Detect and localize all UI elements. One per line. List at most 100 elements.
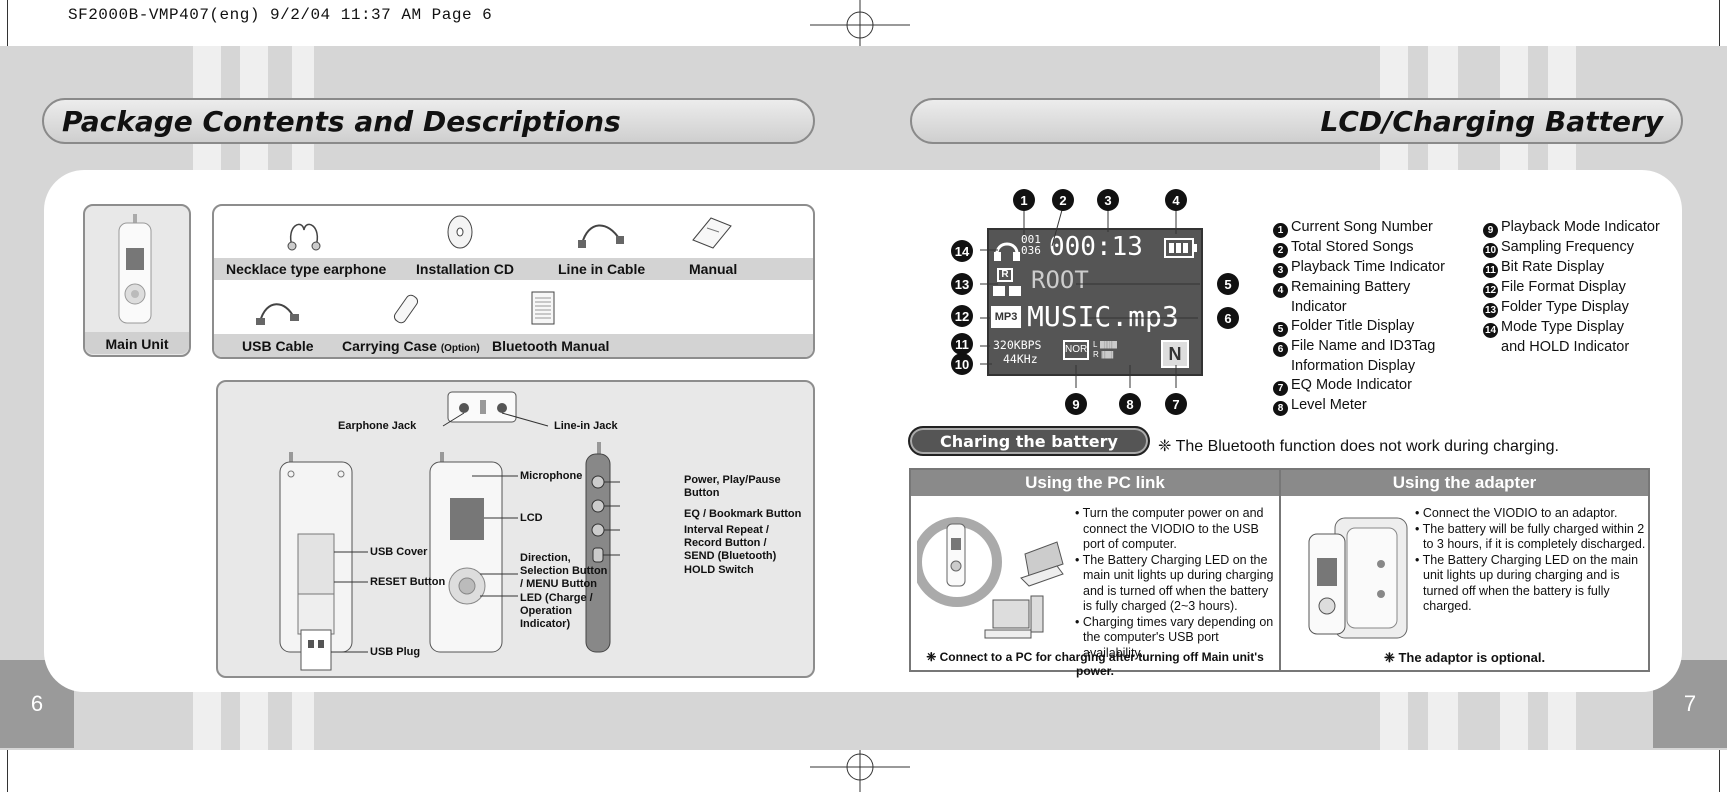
- registration-mark-icon: [810, 0, 910, 50]
- headphone-icon: [994, 242, 1020, 261]
- pc-link-instructions: • Turn the computer power on and connect…: [1071, 506, 1275, 661]
- adapter-image: [1308, 517, 1408, 639]
- playback-time: 000:13: [1049, 232, 1143, 262]
- legend-item: and HOLD Indicator: [1483, 338, 1660, 357]
- legend-text: Folder Type Display: [1501, 299, 1629, 315]
- legend-number-icon: 12: [1483, 283, 1498, 298]
- legend-number-icon: 5: [1273, 321, 1288, 337]
- legend-number-icon: 3: [1273, 263, 1288, 278]
- right-title-bar: LCD/Charging Battery: [910, 98, 1683, 144]
- package-item-label: Carrying Case (Option): [342, 338, 480, 354]
- legend-item: Information Display: [1273, 357, 1445, 376]
- callout-number: 14: [951, 240, 973, 262]
- player-image: [118, 214, 152, 324]
- microphone-label: Microphone: [520, 470, 583, 482]
- hold-switch-label: HOLD Switch: [684, 564, 754, 576]
- registration-mark-icon: [810, 742, 910, 792]
- package-item-label: Manual: [689, 261, 738, 277]
- package-item-label: Installation CD: [416, 261, 515, 277]
- legend-number-icon: 13: [1483, 303, 1498, 318]
- led-label: LED (Charge / Operation Indicator): [520, 592, 593, 630]
- bluetooth-manual-icon: [531, 291, 555, 325]
- legend-number-icon: 7: [1273, 380, 1288, 396]
- callout-number: 4: [1165, 189, 1187, 211]
- charging-table: Using the PC link Using the adapter • Tu…: [909, 468, 1650, 678]
- left-title-bar: Package Contents and Descriptions: [42, 98, 815, 144]
- instruction-item: • Connect the VIODIO to an adaptor.: [1415, 506, 1618, 520]
- device-diagram: [279, 391, 620, 671]
- line-in-jack-label: Line-in Jack: [554, 420, 618, 432]
- legend-number-icon: 6: [1273, 341, 1288, 357]
- legend-text: Playback Mode Indicator: [1501, 219, 1660, 235]
- folder-type-icon: R: [997, 268, 1013, 282]
- legend-number-icon: 10: [1483, 243, 1498, 258]
- legend-number-icon: 1: [1273, 223, 1288, 238]
- legend-text: and HOLD Indicator: [1501, 339, 1630, 355]
- legend-text: Information Display: [1291, 357, 1416, 374]
- battery-icon: [1164, 238, 1197, 258]
- legend-number-icon: 8: [1273, 400, 1288, 416]
- package-item-label: USB Cable: [242, 338, 314, 354]
- legend-text: Sampling Frequency: [1501, 239, 1634, 255]
- mode-type-display: N: [1161, 340, 1189, 368]
- adapter-instructions: • Connect the VIODIO to an adaptor. • Th…: [1411, 506, 1647, 615]
- callout-number: 9: [1065, 393, 1087, 415]
- device-diagram-box: Earphone Jack Line-in Jack Microphone LC…: [216, 380, 815, 678]
- callout-number: 11: [951, 333, 973, 355]
- earphone-icon: [287, 223, 321, 251]
- usb-cable-icon: [256, 303, 299, 325]
- print-header: SF2000B-VMP407(eng) 9/2/04 11:37 AM Page…: [68, 6, 493, 24]
- earphone-jack-label: Earphone Jack: [338, 420, 417, 432]
- package-contents-box: Necklace type earphone Installation CD L…: [212, 204, 815, 359]
- file-format-display: MP3: [991, 306, 1021, 328]
- callout-number: 1: [1013, 189, 1035, 211]
- level-meter: L |||||||||||||||| R |||||||||||: [1093, 340, 1118, 359]
- legend-number-icon: 11: [1483, 263, 1498, 278]
- legend-number-icon: 2: [1273, 243, 1288, 258]
- legend-text: File Format Display: [1501, 279, 1626, 295]
- instruction-item: • The battery will be fully charged with…: [1415, 521, 1646, 552]
- pc-link-header: Using the PC link: [911, 470, 1279, 496]
- package-item-label: Bluetooth Manual: [492, 338, 610, 354]
- legend-text: File Name and ID3Tag: [1291, 337, 1436, 354]
- callout-number: 8: [1119, 393, 1141, 415]
- legend-text: Bit Rate Display: [1501, 259, 1605, 275]
- legend-text: Current Song Number: [1291, 219, 1433, 235]
- file-name: MUSIC.mp3: [1027, 300, 1179, 333]
- legend-text: EQ Mode Indicator: [1291, 376, 1412, 393]
- usb-cover-label: USB Cover: [370, 546, 428, 558]
- page-title: LCD/Charging Battery: [1320, 104, 1663, 138]
- callout-number: 5: [1217, 273, 1239, 295]
- bluetooth-note: ❈ The Bluetooth function does not work d…: [1158, 438, 1559, 455]
- legend-text: Level Meter: [1291, 396, 1367, 413]
- charging-badge: Charing the battery: [908, 426, 1150, 456]
- page-title: Package Contents and Descriptions: [62, 104, 621, 138]
- legend-item: Indicator: [1273, 298, 1445, 317]
- lcd-label: LCD: [520, 512, 543, 524]
- adapter-header: Using the adapter: [1281, 470, 1648, 496]
- legend-text: Mode Type Display: [1501, 319, 1625, 335]
- interval-button-label: Interval Repeat / Record Button / SEND (…: [684, 524, 777, 562]
- main-unit-box: Main Unit: [83, 204, 191, 357]
- eq-mode-display: NOR: [1063, 340, 1089, 360]
- package-item-label: Line in Cable: [558, 261, 646, 277]
- legend-number-icon: 14: [1483, 323, 1498, 338]
- direction-button-label: Direction, Selection Button / MENU Butto…: [520, 552, 608, 590]
- legend-number-icon: 9: [1483, 223, 1498, 238]
- callout-number: 6: [1217, 307, 1239, 329]
- manual-icon: [692, 217, 732, 249]
